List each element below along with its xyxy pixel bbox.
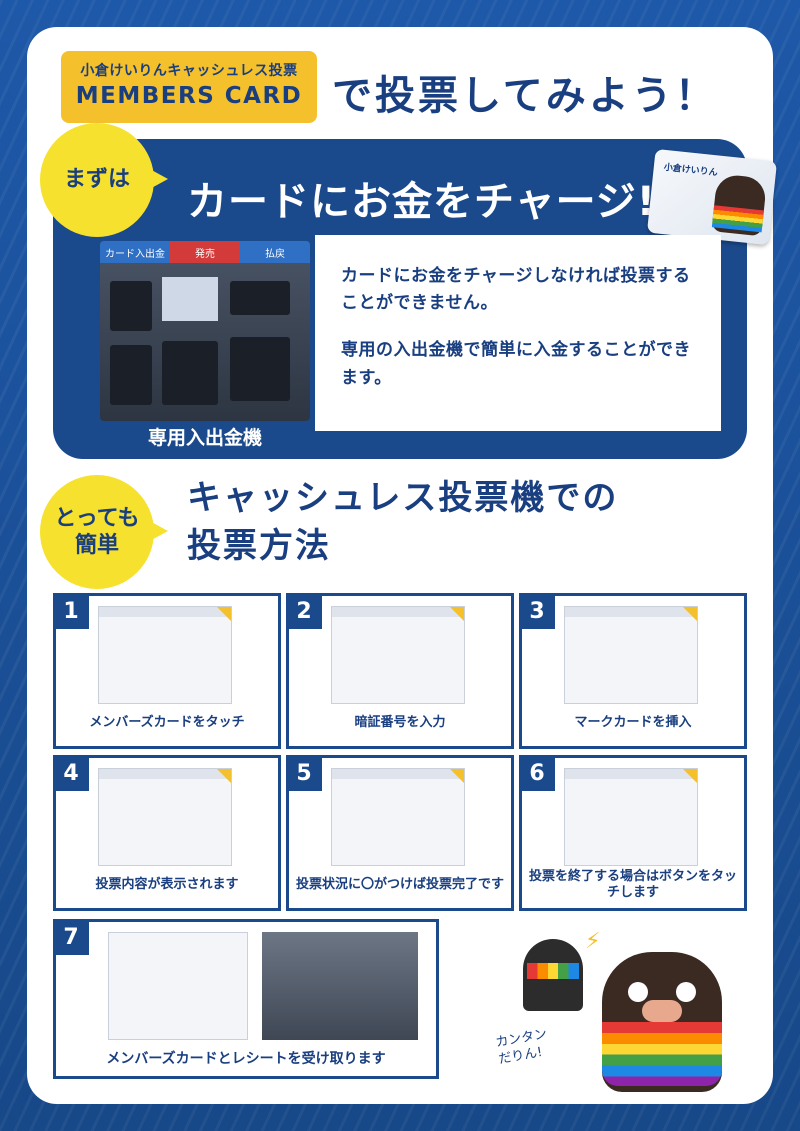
step-6-screenshot — [564, 768, 698, 866]
brand-badge: 小倉けいりんキャッシュレス投票 MEMBERS CARD — [61, 51, 317, 123]
card-slot-icon — [110, 281, 152, 331]
bubble-easy: とっても 簡単 — [40, 475, 168, 589]
members-card-illustration: 小倉けいりん — [646, 148, 778, 246]
step-1-screenshot — [98, 606, 232, 704]
machine-tab: カード入出金 — [100, 241, 170, 263]
deposit-machine-photo: カード入出金 発売 払戻 — [100, 241, 310, 421]
step-7: 7 メンバーズカードとレシートを受け取ります — [53, 919, 439, 1079]
bell-icon — [523, 939, 583, 1011]
step-2: 2 暗証番号を入力 — [286, 593, 514, 749]
card-name: 小倉けいりん — [663, 162, 719, 179]
step-number: 7 — [53, 919, 89, 955]
easy-title-line1: キャッシュレス投票機での — [187, 478, 619, 518]
machine-tabs: カード入出金 発売 払戻 — [100, 241, 310, 263]
step-number: 2 — [286, 593, 322, 629]
bubble-easy-line2: 簡単 — [74, 533, 119, 558]
step-number: 3 — [519, 593, 555, 629]
bubble-first: まずは — [40, 123, 168, 237]
step-label: 投票状況に〇がつけば投票完了です — [295, 876, 504, 892]
step-5-screenshot — [331, 768, 465, 866]
step-number: 4 — [53, 755, 89, 791]
charge-title: カードにお金をチャージ!! — [187, 179, 676, 225]
step-1: 1 メンバーズカードをタッチ — [53, 593, 281, 749]
step-7-screenshot — [108, 932, 248, 1040]
bill-slot-icon — [110, 345, 152, 405]
step-5: 5 投票状況に〇がつけば投票完了です — [286, 755, 514, 911]
machine-screen-icon — [162, 277, 218, 321]
coin-slot-icon — [230, 337, 290, 401]
step-7-receipt-photo — [262, 932, 418, 1040]
step-label: マークカードを挿入 — [574, 714, 692, 730]
step-number: 1 — [53, 593, 89, 629]
easy-title-line2: 投票方法 — [187, 525, 331, 566]
bubble-first-text: まずは — [63, 167, 130, 193]
charge-description: カードにお金をチャージしなければ投票することができません。 専用の入出金機で簡単… — [315, 235, 721, 431]
brand-title: MEMBERS CARD — [75, 83, 303, 109]
step-6: 6 投票を終了する場合はボタンをタッチします — [519, 755, 747, 911]
step-label: 投票を終了する場合はボタンをタッチします — [528, 868, 737, 900]
card-mascot-icon — [711, 173, 768, 237]
cash-tray-icon — [162, 341, 218, 405]
mascot-speech: カンタン だりん! — [494, 1027, 551, 1069]
step-label: 投票内容が表示されます — [95, 876, 239, 892]
brand-subtitle: 小倉けいりんキャッシュレス投票 — [80, 63, 298, 79]
step-3-screenshot — [564, 606, 698, 704]
step-2-screenshot — [331, 606, 465, 704]
step-label: メンバーズカードをタッチ — [89, 714, 245, 730]
step-label: メンバーズカードとレシートを受け取ります — [106, 1051, 386, 1067]
spark-icon: ⚡ — [585, 929, 601, 954]
step-3: 3 マークカードを挿入 — [519, 593, 747, 749]
machine-caption: 専用入出金機 — [147, 427, 262, 449]
markcard-slot-icon — [230, 281, 290, 315]
easy-title: キャッシュレス投票機での 投票方法 — [187, 475, 618, 570]
poster-sheet: 小倉けいりんキャッシュレス投票 MEMBERS CARD で投票してみよう！ ま… — [27, 27, 778, 1104]
machine-tab: 払戻 — [240, 241, 310, 263]
step-number: 6 — [519, 755, 555, 791]
mascot-illustration: ⚡ カンタン だりん! — [494, 907, 747, 1097]
step-number: 5 — [286, 755, 322, 791]
mascot-character — [602, 952, 722, 1092]
charge-text-1: カードにお金をチャージしなければ投票することができません。 — [341, 266, 691, 314]
step-4: 4 投票内容が表示されます — [53, 755, 281, 911]
step-4-screenshot — [98, 768, 232, 866]
step-label: 暗証番号を入力 — [354, 714, 446, 730]
charge-text-2: 専用の入出金機で簡単に入金することができます。 — [341, 340, 691, 388]
machine-tab: 発売 — [170, 241, 240, 263]
headline: で投票してみよう！ — [332, 73, 718, 119]
bubble-easy-line1: とっても — [54, 505, 140, 531]
